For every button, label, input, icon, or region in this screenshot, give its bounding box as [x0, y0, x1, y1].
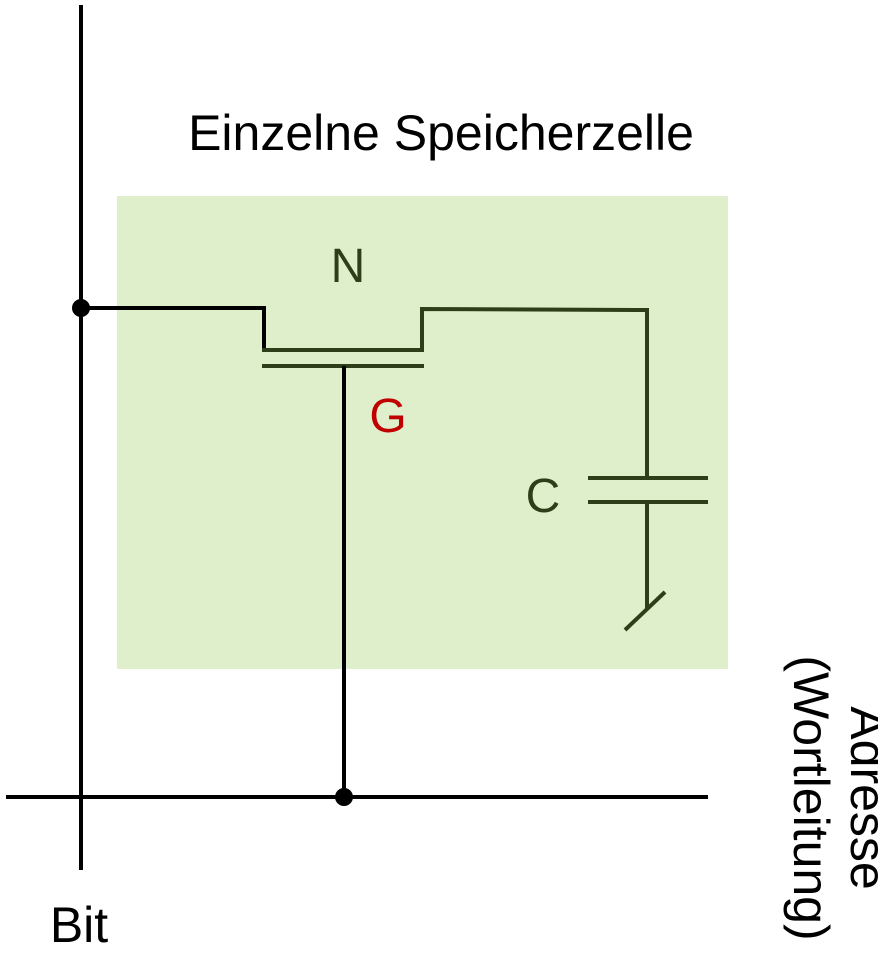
capacitor-label-c: C [526, 470, 561, 523]
drain-wire [81, 306, 266, 350]
memory-cell-region [117, 196, 728, 669]
ground-symbol [623, 590, 667, 632]
word-junction-dot [335, 788, 353, 806]
source-wire [420, 306, 649, 478]
transistor-label-n: N [331, 240, 366, 293]
bit-junction-dot [72, 299, 90, 317]
address-label-line2: (Wortleitung) [783, 655, 839, 940]
address-label: Adresse (Wortleitung) [783, 655, 878, 940]
address-label-line1: Adresse [840, 706, 878, 889]
diagram-title: Einzelne Speicherzelle [188, 105, 694, 161]
gate-label-g: G [369, 390, 406, 443]
bit-label: Bit [50, 897, 108, 953]
